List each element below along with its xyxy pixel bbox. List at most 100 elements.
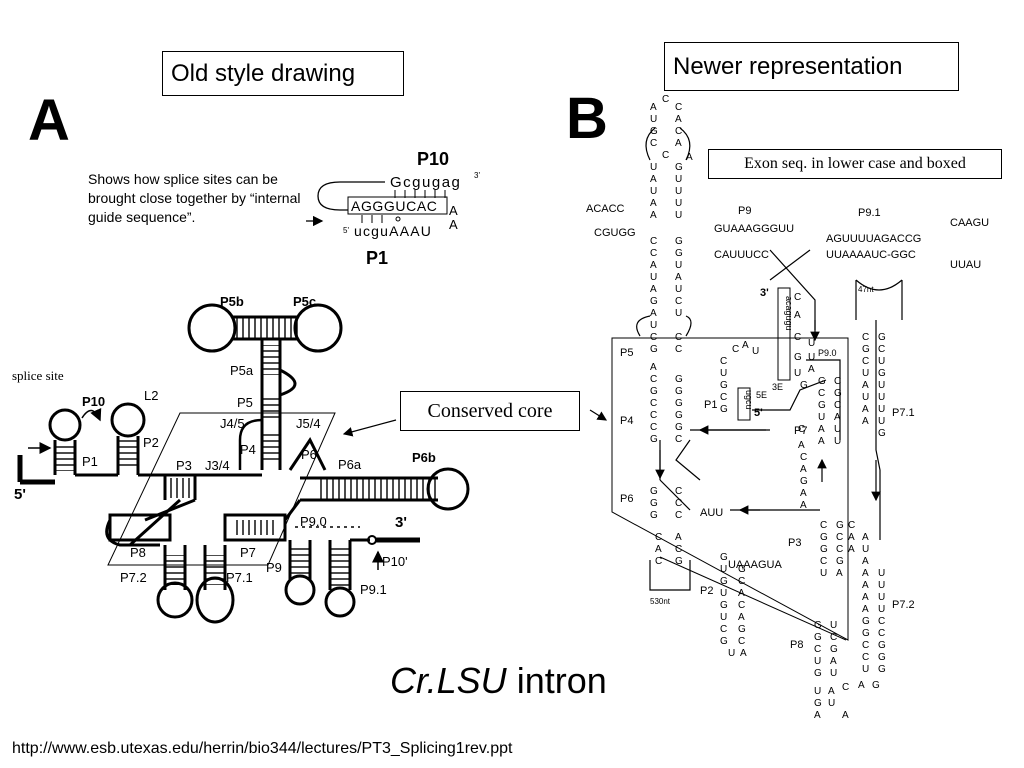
svg-text:G: G — [820, 544, 828, 555]
svg-text:G: G — [814, 632, 822, 643]
svg-text:G: G — [818, 400, 826, 411]
svg-text:A: A — [834, 412, 841, 423]
label-p3: P3 — [176, 458, 192, 473]
svg-text:G: G — [800, 476, 808, 487]
exon-5-seq: ugcu — [744, 390, 754, 410]
source-url[interactable]: http://www.esb.utexas.edu/herrin/bio344/… — [12, 740, 513, 757]
svg-text:G: G — [814, 698, 822, 709]
label-p1: P1 — [82, 454, 98, 469]
splice-site-label: splice site — [12, 368, 64, 383]
svg-text:A: A — [650, 362, 657, 373]
svg-text:G: G — [650, 434, 658, 445]
svg-text:A: A — [848, 532, 855, 543]
label-b-5e: 5E — [756, 390, 767, 400]
label-b-p90: P9.0 — [818, 348, 837, 358]
svg-text:C: C — [862, 356, 869, 367]
svg-text:U: U — [878, 392, 885, 403]
svg-text:A: A — [862, 580, 869, 591]
svg-text:U: U — [818, 412, 825, 423]
svg-text:U: U — [728, 648, 735, 659]
svg-text:C: C — [675, 434, 682, 445]
label-b-five-prime: 5' — [754, 407, 763, 419]
label-b-p1: P1 — [704, 399, 717, 411]
label-p8: P8 — [130, 545, 146, 560]
label-b-p91: P9.1 — [858, 207, 881, 219]
svg-text:G: G — [836, 520, 844, 531]
svg-text:C: C — [675, 510, 682, 521]
svg-text:A: A — [862, 556, 869, 567]
svg-text:U: U — [675, 284, 682, 295]
svg-text:G: G — [720, 404, 728, 415]
svg-text:G: G — [675, 410, 683, 421]
svg-text:G: G — [720, 576, 728, 587]
svg-text:C: C — [848, 520, 855, 531]
label-p6a: P6a — [338, 457, 362, 472]
p10-p1-detail: P10 Gcgugag 3' AGGGUCAC A A 5' ucguAAAU … — [306, 149, 480, 268]
svg-text:G: G — [650, 498, 658, 509]
svg-text:A: A — [650, 198, 657, 209]
svg-text:G: G — [814, 620, 822, 631]
svg-text:G: G — [650, 126, 658, 137]
svg-text:A: A — [650, 308, 657, 319]
svg-text:U: U — [862, 544, 869, 555]
svg-text:A: A — [650, 102, 657, 113]
exon-5-box — [737, 387, 751, 421]
p10-boxed-sequence: AGGGUCAC — [351, 198, 437, 214]
svg-text:C: C — [818, 388, 825, 399]
svg-text:C: C — [650, 248, 657, 259]
p1-detail-label: P1 — [366, 248, 388, 268]
svg-text:G: G — [720, 552, 728, 563]
svg-text:U: U — [830, 620, 837, 631]
svg-text:G: G — [675, 248, 683, 259]
svg-text:U: U — [862, 664, 869, 675]
svg-text:U: U — [794, 368, 801, 379]
label-p7: P7 — [240, 545, 256, 560]
svg-text:U: U — [675, 260, 682, 271]
svg-text:G: G — [878, 664, 886, 675]
svg-text:C: C — [650, 422, 657, 433]
conserved-core-outline-b — [611, 337, 849, 641]
svg-text:C: C — [732, 344, 739, 355]
svg-text:C: C — [878, 344, 885, 355]
svg-text:C: C — [650, 138, 657, 149]
svg-text:C: C — [738, 600, 745, 611]
svg-text:U: U — [720, 588, 727, 599]
old-style-labels: P5b P5c P5a P5 J4/5 J5/4 P4 P6 P6a P6b P… — [14, 294, 436, 597]
label-p72: P7.2 — [120, 570, 147, 585]
svg-text:C: C — [800, 452, 807, 463]
svg-text:U: U — [878, 380, 885, 391]
svg-text:C: C — [878, 628, 885, 639]
svg-text:U: U — [808, 352, 815, 363]
svg-text:G: G — [675, 386, 683, 397]
svg-text:G: G — [878, 368, 886, 379]
svg-text:U: U — [650, 162, 657, 173]
label-p4: P4 — [240, 442, 256, 457]
svg-text:A: A — [650, 284, 657, 295]
svg-text:A: A — [800, 488, 807, 499]
svg-text:C: C — [675, 126, 682, 137]
label-b-p2: P2 — [700, 585, 713, 597]
label-b-p6: P6 — [620, 493, 633, 505]
svg-text:C: C — [862, 652, 869, 663]
p1-bottom-sequence: ucguAAAU — [354, 223, 432, 239]
newer-representation-label: Newer representation — [664, 42, 959, 91]
svg-text:C: C — [862, 332, 869, 343]
svg-text:A: A — [862, 380, 869, 391]
label-b-p5: P5 — [620, 347, 633, 359]
label-p71: P7.1 — [226, 570, 253, 585]
svg-text:A: A — [800, 464, 807, 475]
p10-bulge-a2: A — [449, 217, 458, 232]
svg-text:G: G — [675, 422, 683, 433]
auu-seq: AUU — [700, 507, 723, 519]
svg-text:A: A — [738, 612, 745, 623]
p10-top-sequence: Gcgugag — [390, 174, 461, 191]
p9-left-bottom-seq: CAUUUCC — [714, 249, 769, 261]
exon-note-label: Exon seq. in lower case and boxed — [708, 149, 1002, 179]
svg-text:C: C — [650, 332, 657, 343]
svg-text:A: A — [650, 174, 657, 185]
svg-text:C: C — [655, 556, 662, 567]
svg-text:G: G — [878, 428, 886, 439]
p10-three-prime: 3' — [474, 171, 480, 180]
svg-text:C: C — [650, 410, 657, 421]
label-p5b: P5b — [220, 294, 244, 309]
